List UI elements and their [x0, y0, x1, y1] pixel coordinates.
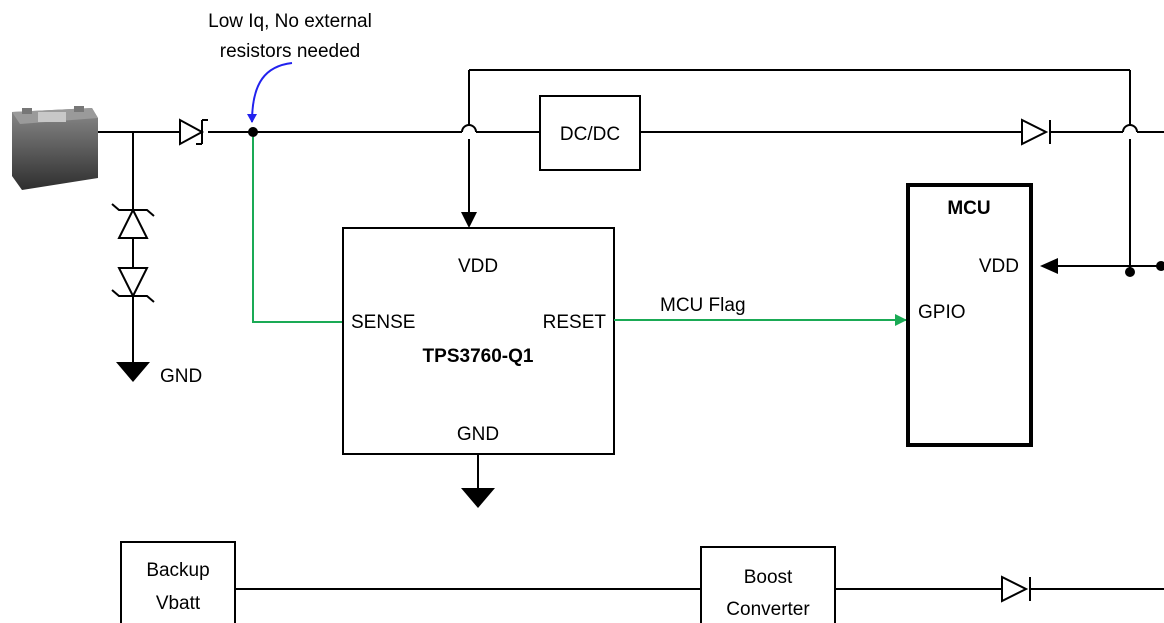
tps-part-name: TPS3760-Q1 — [423, 346, 534, 367]
mcu-title: MCU — [947, 198, 990, 219]
backup-line-1: Backup — [146, 560, 209, 581]
vdd-arrow-head — [461, 212, 477, 228]
zener-diode-icon — [111, 203, 155, 239]
boost-line-2: Converter — [726, 599, 810, 620]
ground-icon — [116, 362, 150, 382]
ground-icon — [461, 488, 495, 508]
annotation-line-2: resistors needed — [220, 41, 360, 62]
annotation-arrow — [247, 62, 293, 123]
boost-converter-block: Boost Converter — [700, 546, 836, 623]
battery-icon — [12, 106, 98, 190]
mcu-flag-label: MCU Flag — [660, 295, 746, 316]
diode-icon — [1001, 575, 1031, 603]
schottky-diode-icon — [179, 118, 208, 146]
mcu-pin-vdd: VDD — [979, 256, 1019, 277]
tps-pin-reset: RESET — [543, 312, 607, 333]
dcdc-label: DC/DC — [560, 124, 620, 145]
junction-dot — [1156, 261, 1164, 271]
junction-dot — [248, 127, 258, 137]
boost-line-1: Boost — [744, 567, 793, 588]
tps-pin-sense: SENSE — [351, 312, 415, 333]
sense-wire — [252, 137, 343, 323]
mcu-pin-gpio: GPIO — [918, 302, 966, 323]
backup-vbatt-block: Backup Vbatt — [120, 541, 236, 623]
vdd-feed-wire — [468, 69, 1131, 271]
zener-diode-icon — [111, 267, 155, 303]
dcdc-block: DC/DC — [539, 95, 641, 171]
junction-dot — [1125, 267, 1135, 277]
gnd-label: GND — [160, 366, 202, 387]
mcu-vdd-arrow-head — [1040, 258, 1058, 274]
tps-pin-vdd: VDD — [458, 256, 498, 277]
backup-line-2: Vbatt — [156, 593, 201, 614]
tps-pin-gnd: GND — [457, 424, 499, 445]
mcu-block: MCU VDD GPIO — [906, 183, 1033, 447]
annotation-line-1: Low Iq, No external — [208, 11, 372, 32]
tps3760-block: VDD SENSE RESET TPS3760-Q1 GND — [342, 227, 615, 455]
diode-icon — [1021, 118, 1051, 146]
